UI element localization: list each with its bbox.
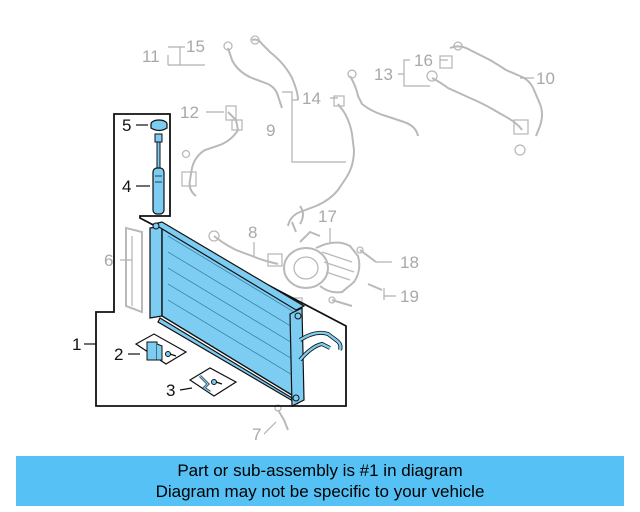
callout-5: 5 [122,116,131,135]
ghost-bolt-7 [274,404,289,431]
ghost-lines-center [208,69,419,267]
callout-16: 16 [414,51,433,70]
drier-cartridge-part-4 [152,133,165,215]
callout-19: 19 [400,287,419,306]
callout-1: 1 [72,335,81,354]
banner-line-2: Diagram may not be specific to your vehi… [155,482,485,501]
info-banner: Part or sub-assembly is #1 in diagram Di… [16,456,624,506]
callout-9: 9 [266,121,275,140]
highlight-outline [95,113,347,407]
banner-line-1: Part or sub-assembly is #1 in diagram [177,461,463,480]
callout-7: 7 [252,425,261,444]
callout-10: 10 [536,69,555,88]
callout-15: 15 [186,37,205,56]
callout-labels: 1 2 3 4 5 6 7 8 9 10 11 12 13 14 15 16 1… [72,37,555,444]
cap-part-5 [150,119,168,132]
leader-lines [84,59,534,435]
callout-6: 6 [104,251,113,270]
condenser-part-1 [149,221,343,407]
callout-13: 13 [374,65,393,84]
bracket-part-3 [188,367,238,397]
callout-3: 3 [166,381,175,400]
ghost-side-seal-6 [125,226,143,314]
callout-18: 18 [400,253,419,272]
callout-2: 2 [114,345,123,364]
callout-8: 8 [248,223,257,242]
ghost-lines-top-left [167,35,299,197]
callout-11: 11 [142,47,160,66]
ghost-lines-top-right [426,41,543,156]
parts-diagram: 1 2 3 4 5 6 7 8 9 10 11 12 13 14 15 16 1… [72,35,555,444]
callout-17: 17 [318,207,337,226]
callout-14: 14 [302,89,321,108]
callout-4: 4 [122,177,131,196]
ghost-compressor [283,230,383,309]
bracket-part-2 [134,333,188,365]
callout-12: 12 [180,103,199,122]
